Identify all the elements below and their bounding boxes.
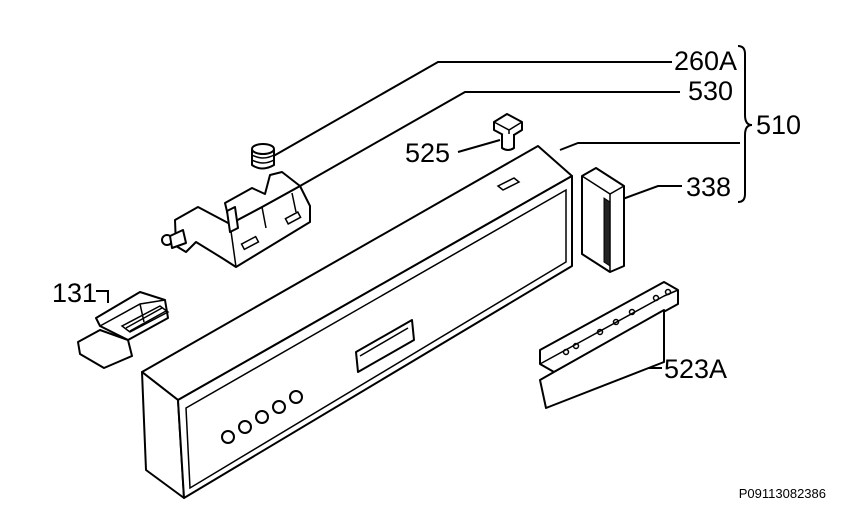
part-530-bracket <box>161 171 311 268</box>
panel-button-3 <box>255 410 269 424</box>
label-131: 131 <box>52 278 97 308</box>
part-260a-knob <box>251 143 275 170</box>
part-525-plug <box>493 113 523 151</box>
part-523a-bracket <box>539 281 679 409</box>
leader-530 <box>299 91 680 187</box>
part-510-control-panel <box>141 145 573 499</box>
panel-button-2 <box>238 420 252 434</box>
leader-338 <box>619 185 682 201</box>
panel-button-1 <box>221 430 235 444</box>
label-525: 525 <box>405 138 450 168</box>
leader-525 <box>457 139 501 153</box>
label-523a: 523A <box>664 354 727 384</box>
label-510: 510 <box>756 110 801 140</box>
brace-510 <box>737 45 753 203</box>
panel-button-4 <box>272 400 286 414</box>
label-260a: 260A <box>674 46 737 76</box>
reference-code: P09113082386 <box>739 486 826 501</box>
leader-510-panel <box>559 142 740 151</box>
leader-131 <box>96 290 109 303</box>
panel-button-5 <box>289 390 303 404</box>
label-338: 338 <box>686 172 731 202</box>
label-530: 530 <box>688 76 733 106</box>
part-131-clip <box>77 291 170 369</box>
part-338-light-strip <box>581 167 625 273</box>
leader-260a <box>269 61 672 159</box>
